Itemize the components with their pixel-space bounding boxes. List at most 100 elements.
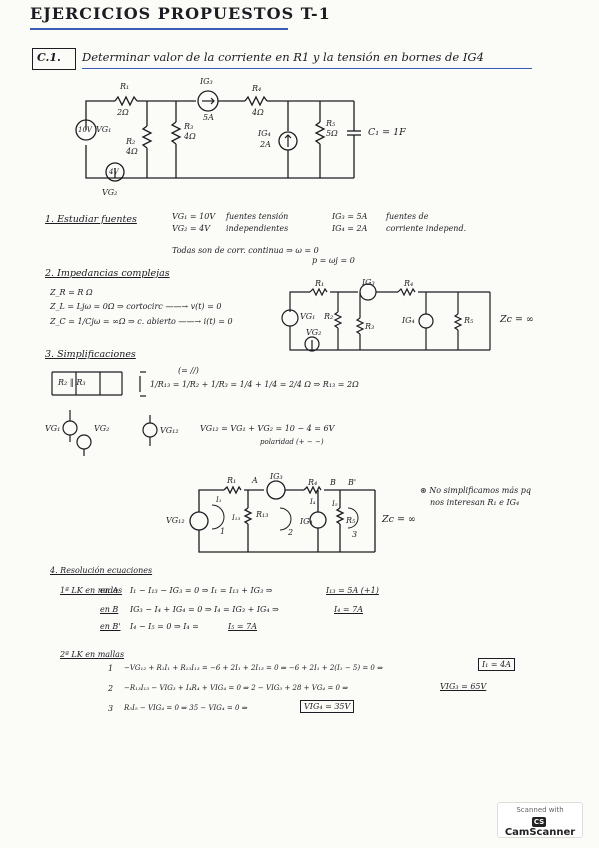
c2-vg1-label: VG₁ xyxy=(300,312,316,321)
kvl-eq-3: R₅I₅ − VIG₄ = 0 ⇒ 35 − VIG₄ = 0 ⇒ xyxy=(124,704,248,712)
kvl-res-2-visible: VIG₃ = 65V xyxy=(440,682,487,691)
kvl-eq-1: −VG₁₂ + R₁I₁ + R₁₃I₁₃ = −6 + 2I₁ + 2I₁₃ … xyxy=(124,664,383,672)
vg-eq: VG₁₂ = VG₁ + VG₂ = 10 − 4 = 6V xyxy=(200,424,335,433)
c3-mesh-2: 2 xyxy=(288,528,294,537)
sec4-title: 4. Resolución ecuaciones xyxy=(50,566,153,575)
c1-r1-label: R₁ xyxy=(120,82,130,91)
c3-node-b: B xyxy=(330,478,336,487)
sec1-ig4: IG₄ = 2A xyxy=(332,224,368,233)
kcl-res-a: I₁₃ = 5A (+1) xyxy=(326,586,379,595)
c2-ig3-label: IG₃ xyxy=(362,278,375,287)
c3-mesh-1: 1 xyxy=(220,527,226,536)
page-title: EJERCICIOS PROPUESTOS T-1 xyxy=(30,4,331,23)
kvl-mesh-3: 3 xyxy=(108,704,114,713)
c1-vg1-value: 10V xyxy=(78,126,92,134)
kcl-node-bp: en B' xyxy=(100,622,121,631)
c2-r3-label: R₃ xyxy=(365,322,375,331)
kcl-eq-bp: I₄ − I₅ = 0 ⇒ I₄ = xyxy=(130,622,199,631)
c3-ig3-label: IG₃ xyxy=(270,472,283,481)
c1-vg2-label: VG₂ xyxy=(102,188,118,197)
c3-node-bp: B' xyxy=(348,478,357,487)
vg-polarity: polaridad (+ − −) xyxy=(260,438,324,446)
c1-r3-label: R₃ xyxy=(184,122,194,131)
kvl-mesh-2: 2 xyxy=(108,684,114,693)
sec1-title: 1. Estudiar fuentes xyxy=(45,214,137,225)
sec1-vdesc-1: fuentes tensión xyxy=(226,212,289,221)
vg-right: VG₁₂ xyxy=(160,426,179,435)
title-underline xyxy=(30,28,288,30)
sec1-vg2: VG₂ = 4V xyxy=(172,224,211,233)
kcl-node-a: en A xyxy=(100,586,119,595)
par-r2: R₂ ‖ R₃ xyxy=(58,378,86,387)
c3-i5-label: I₅ xyxy=(332,500,338,508)
c3-i1-label: I₁ xyxy=(216,496,222,504)
c2-r2-label: R₂ xyxy=(324,312,334,321)
kvl-eq-2: −R₁₃I₁₃ − VIG₃ + I₄R₄ + VIG₄ = 0 ⇒ 2 − V… xyxy=(124,684,349,692)
c3-note-1: ⊛ No simplificamos más pq xyxy=(420,486,531,495)
scanner-watermark: Scanned with CSCamScanner xyxy=(497,802,583,838)
c2-r1-label: R₁ xyxy=(315,279,325,288)
kcl-res-b: I₄ = 7A xyxy=(334,605,364,614)
c3-node-a: A xyxy=(252,476,258,485)
c3-vg12-label: VG₁₂ xyxy=(166,516,185,525)
problem-statement: Determinar valor de la corriente en R1 y… xyxy=(82,50,484,64)
c1-r5-label: R₅ xyxy=(326,119,336,128)
c1-ig4-value: 2A xyxy=(260,140,271,149)
c3-i4-label: I₄ xyxy=(310,498,316,506)
kcl-eq-a: I₁ − I₁₃ − IG₃ = 0 ⇒ I₁ = I₁₃ + IG₃ ⇒ xyxy=(130,586,273,595)
c3-mesh-3: 3 xyxy=(352,530,358,539)
c1-vg1-label: VG₁ xyxy=(96,125,112,134)
c1-c1-label: C₁ = 1F xyxy=(368,127,406,138)
vg-left: VG₁ xyxy=(45,424,61,433)
c3-r13-label: R₁₃ xyxy=(256,510,269,519)
kvl-mesh-1: 1 xyxy=(108,664,114,673)
par-eq: 1/R₁₃ = 1/R₂ + 1/R₃ = 1/4 + 1/4 = 2/4 Ω … xyxy=(150,380,359,389)
sec1-note: Todas son de corr. continua ⇒ ω = 0 xyxy=(172,246,319,255)
c3-zc-label: Zc = ∞ xyxy=(382,514,416,525)
camscanner-logo-icon: CS xyxy=(531,817,547,827)
c2-zc-label: Zc = ∞ xyxy=(500,314,534,325)
c2-ig4-label: IG₄ xyxy=(402,316,415,325)
c1-r2-label: R₂ xyxy=(126,137,136,146)
c3-ig4-label: IG₄ xyxy=(300,517,313,526)
c2-r4-label: R₄ xyxy=(404,279,414,288)
c3-r5-label: R₅ xyxy=(346,516,356,525)
c1-r4-label: R₄ xyxy=(252,84,262,93)
c1-ig4-label: IG₄ xyxy=(258,129,271,138)
c1-r1-value: 2Ω xyxy=(117,108,129,117)
c1-vg2-value: 4V xyxy=(109,168,119,176)
scanner-line1: Scanned with xyxy=(516,806,564,814)
sec2-zc: Z_C = 1/Cjω = ∞Ω ⇒ c. abierto ——→ i(t) =… xyxy=(50,317,233,326)
sec2-zr: Z_R = R Ω xyxy=(50,288,93,297)
scanner-brand-row: CSCamScanner xyxy=(498,816,582,838)
sec2-title: 2. Impedancias complejas xyxy=(45,268,170,279)
c1-r3-value: 4Ω xyxy=(184,132,196,141)
kvl-res-3: VIG₄ = 35V xyxy=(300,700,355,713)
statement-underline xyxy=(82,68,532,69)
c1-r2-value: 4Ω xyxy=(126,147,138,156)
kvl-res-1: I₁ = 4A xyxy=(478,658,516,671)
kvl-title: 2ª LK en mallas xyxy=(60,650,125,659)
sec1-ig3: IG₃ = 5A xyxy=(332,212,368,221)
sec1-idesc-2: corriente independ. xyxy=(386,224,467,233)
vg-mid: VG₂ xyxy=(94,424,110,433)
c1-ig3-label: IG₃ xyxy=(200,77,213,86)
kcl-res-bp: I₅ = 7A xyxy=(228,622,258,631)
kcl-node-b: en B xyxy=(100,605,119,614)
kcl-title: 1ª LK en nudos xyxy=(60,586,123,595)
c1-ig3-value: 5A xyxy=(203,113,214,122)
scanner-brand: CamScanner xyxy=(504,827,576,838)
c3-note-2: nos interesan R₁ e IG₄ xyxy=(430,498,520,507)
c1-r5-value: 5Ω xyxy=(326,129,338,138)
sec2-zl: Z_L = Ljω = 0Ω ⇒ cortocirc ——→ v(t) = 0 xyxy=(50,302,222,311)
problem-number-box xyxy=(32,48,76,70)
c2-r5-label: R₅ xyxy=(464,316,474,325)
c2-vg2-label: VG₂ xyxy=(306,328,322,337)
sec1-idesc-1: fuentes de xyxy=(386,212,429,221)
problem-number: C.1. xyxy=(37,51,61,64)
